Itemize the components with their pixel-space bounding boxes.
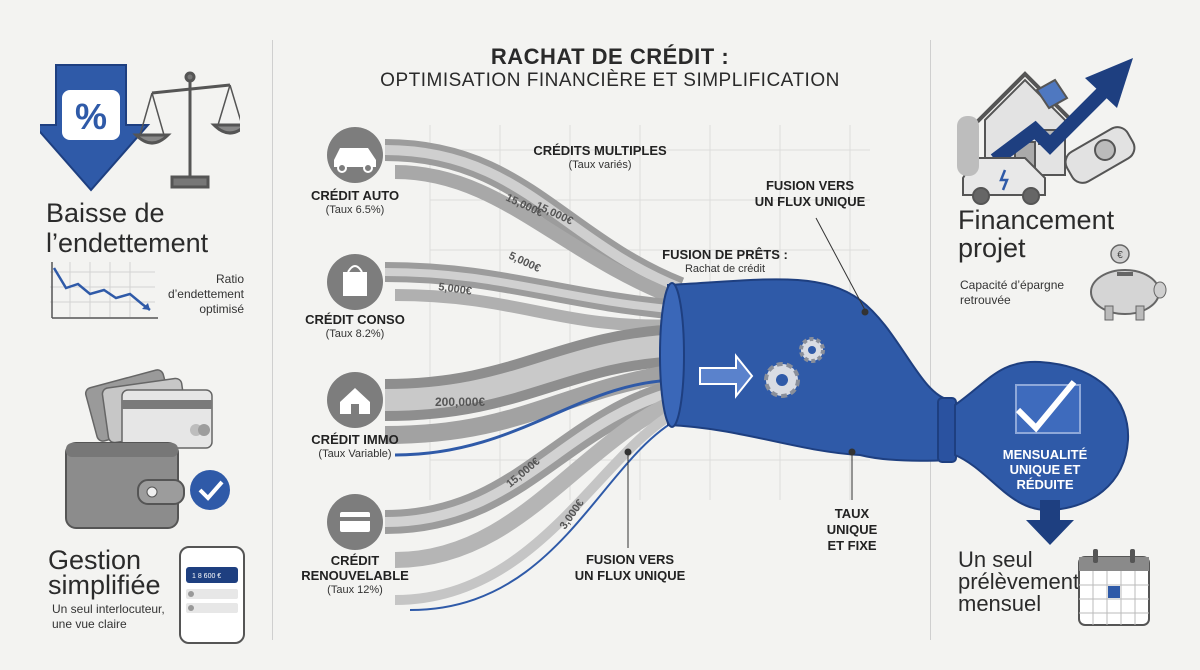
diploma-icon <box>1064 126 1136 184</box>
gear-icon <box>764 337 825 398</box>
page-subtitle: OPTIMISATION FINANCIÈRE ET SIMPLIFICATIO… <box>380 70 840 91</box>
fusion-loans-title: FUSION DE PRÊTS : <box>662 247 788 262</box>
calendar-icon <box>1078 549 1150 626</box>
coin-symbol: € <box>1117 250 1123 261</box>
management-title-2: simplifiée <box>48 570 161 600</box>
credit-conso-label: CRÉDIT CONSO <box>305 312 405 327</box>
credit-conso-rate: (Taux 8.2%) <box>325 328 385 340</box>
wallet-illustration <box>65 369 230 529</box>
debt-title-1: Baisse de <box>46 198 165 228</box>
down-arrow-icon: % <box>40 64 151 192</box>
result-down-arrow-icon <box>1026 500 1074 545</box>
credit-immo-label: CRÉDIT IMMO <box>311 432 399 447</box>
project-title-1: Financement <box>958 205 1115 235</box>
rate-label-1: TAUX <box>834 506 870 521</box>
inputs-sub: (Taux variés) <box>568 159 632 171</box>
card-icon <box>327 494 383 550</box>
amount-label-5: 200,000€ <box>435 395 485 409</box>
piggy-bank-icon: € <box>1090 244 1167 321</box>
check-icon <box>1015 380 1081 434</box>
management-title-1: Gestion <box>48 545 142 575</box>
scale-icon <box>132 71 240 189</box>
credit-renouvelable-rate: (Taux 12%) <box>327 584 383 596</box>
project-illustration <box>957 58 1136 205</box>
rate-label-2: UNIQUE <box>826 522 878 537</box>
debt-note-2: d’endettement <box>167 287 244 301</box>
management-note-1: Un seul interlocuteur, <box>52 602 165 616</box>
amount-label-3: 5,000€ <box>507 250 543 275</box>
car-illustration-icon <box>962 157 1046 205</box>
credit-auto-rate: (Taux 6.5%) <box>325 204 385 216</box>
result-label-1: MENSUALITÉ <box>1002 447 1088 462</box>
credit-renouvelable-label-2: RENOUVELABLE <box>301 568 409 583</box>
right-divider <box>930 40 931 640</box>
credit-renouvelable-label-1: CRÉDIT <box>330 553 380 568</box>
debt-note-3: optimisé <box>199 302 244 316</box>
shopping-bag-icon <box>327 254 383 310</box>
fusion-top-2: UN FLUX UNIQUE <box>754 194 866 209</box>
house-icon <box>327 372 383 428</box>
ratio-line-chart <box>50 262 158 319</box>
project-note-1: Capacité d’épargne <box>960 278 1065 292</box>
fusion-bottom-2: UN FLUX UNIQUE <box>574 568 686 583</box>
result-label-2: UNIQUE ET <box>1009 462 1081 477</box>
fusion-loans-sub: Rachat de crédit <box>684 263 766 275</box>
up-trend-arrow-icon <box>990 58 1133 166</box>
debt-illustration: % <box>40 64 240 192</box>
fusion-bottom-1: FUSION VERS <box>585 552 675 567</box>
debt-title-2: l’endettement <box>46 228 209 258</box>
check-badge-icon <box>190 470 230 510</box>
debit-title-3: mensuel <box>958 591 1042 616</box>
debit-title-2: prélèvement <box>958 569 1080 594</box>
tree-icon <box>957 116 979 176</box>
car-icon <box>327 127 383 183</box>
phone-icon: 1 8 600 € <box>179 546 245 644</box>
percent-symbol: % <box>75 96 107 137</box>
input-flows <box>384 139 685 611</box>
merge-pipe <box>659 278 1130 512</box>
credit-immo-rate: (Taux Variable) <box>318 448 392 460</box>
inputs-header: CRÉDITS MULTIPLES <box>533 143 667 158</box>
page-title: RACHAT DE CRÉDIT : <box>490 44 730 69</box>
left-divider <box>272 40 273 640</box>
result-label-3: RÉDUITE <box>1016 477 1074 492</box>
debt-note-1: Ratio <box>215 272 244 286</box>
wallet-icon <box>65 442 185 529</box>
amount-label-4: 5,000€ <box>438 281 473 298</box>
card-stack-icon <box>84 369 213 449</box>
project-note-2: retrouvée <box>960 293 1011 307</box>
rate-label-3: ET FIXE <box>827 538 877 553</box>
project-title-2: projet <box>958 233 1026 263</box>
phone-amount: 1 8 600 € <box>192 573 221 580</box>
fusion-top-1: FUSION VERS <box>765 178 855 193</box>
credit-auto-label: CRÉDIT AUTO <box>310 188 400 203</box>
debit-title-1: Un seul <box>958 547 1033 572</box>
management-note-2: une vue claire <box>52 617 127 631</box>
